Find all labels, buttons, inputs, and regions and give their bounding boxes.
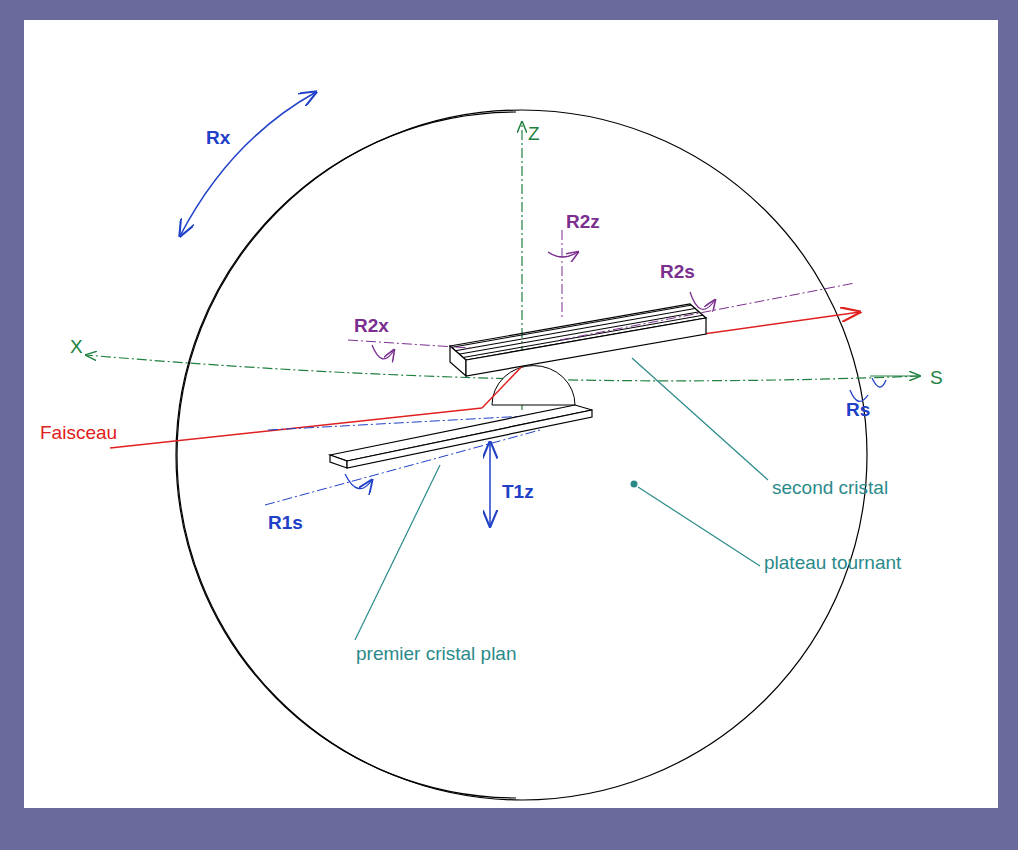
beam-label: Faisceau bbox=[40, 423, 117, 444]
axis-label: S bbox=[930, 368, 943, 389]
part-name: second cristal bbox=[772, 478, 888, 499]
axis-label: Z bbox=[528, 124, 540, 145]
part-name: plateau tournant bbox=[764, 553, 901, 574]
rotation-label: R1s bbox=[268, 513, 303, 534]
rotation-label: Rs bbox=[846, 400, 870, 421]
part-name: premier cristal plan bbox=[356, 644, 517, 665]
rotation-label: Rx bbox=[206, 128, 230, 149]
axis-label: X bbox=[70, 337, 83, 358]
rotation-label: R2s bbox=[660, 262, 695, 283]
translation-label: T1z bbox=[502, 482, 534, 503]
rotation-label: R2z bbox=[566, 212, 600, 233]
rotation-label: R2x bbox=[354, 316, 389, 337]
